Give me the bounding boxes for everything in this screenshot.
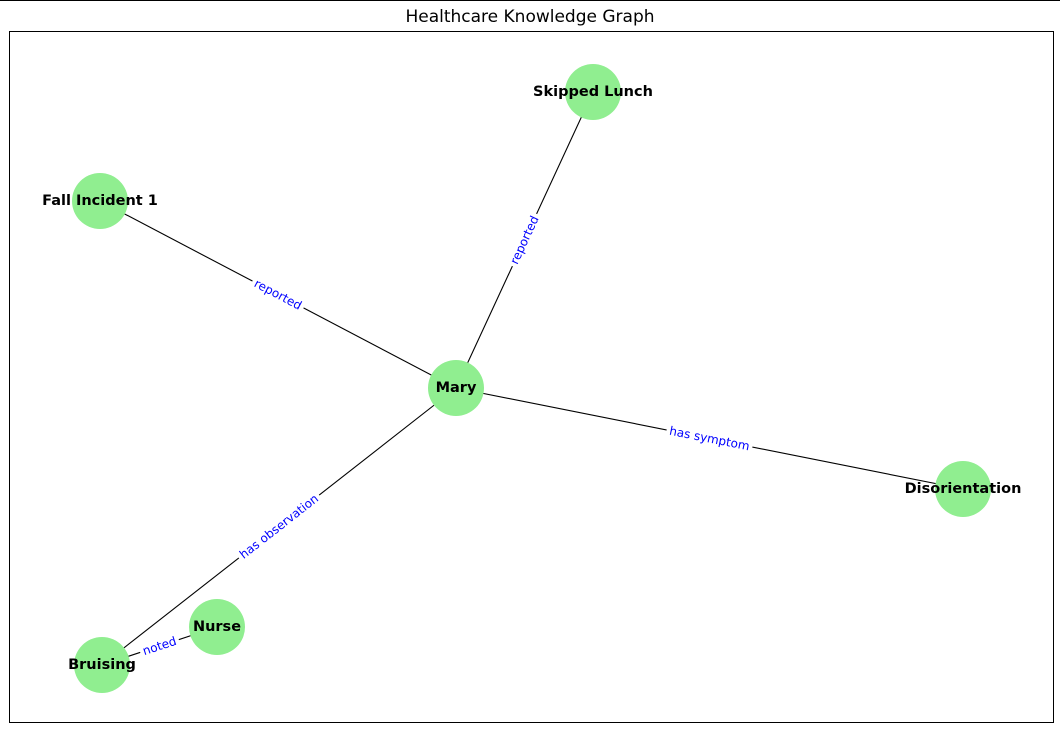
graph-title: Healthcare Knowledge Graph	[405, 7, 655, 27]
edges-layer	[99, 91, 964, 666]
node-skipped-lunch: Skipped Lunch	[533, 64, 653, 120]
edge-label-text: has symptom	[668, 424, 751, 454]
node-bruising: Bruising	[68, 637, 136, 693]
edge-label-background	[137, 632, 182, 660]
node-circle	[428, 360, 484, 416]
edge-label-mary-skipped_lunch: reported	[505, 210, 544, 270]
node-label: Bruising	[68, 657, 136, 673]
edge-label-nurse-bruising: noted	[137, 632, 182, 660]
node-label: Mary	[436, 380, 477, 396]
node-label: Skipped Lunch	[533, 84, 653, 100]
edge-label-mary-disorientation: has symptom	[665, 422, 754, 455]
edge-label-text: noted	[141, 634, 178, 658]
edge-label-mary-fall_incident_1: reported	[248, 274, 308, 315]
node-disorientation: Disorientation	[905, 461, 1022, 517]
node-circle	[935, 461, 991, 517]
node-fall-incident-1: Fall Incident 1	[42, 173, 158, 229]
node-label: Disorientation	[905, 481, 1022, 497]
node-circle	[72, 173, 128, 229]
edge-label-mary-bruising: has observation	[233, 488, 325, 565]
edge-label-background	[665, 422, 754, 455]
node-nurse: Nurse	[189, 599, 245, 655]
edge-label-text: reported	[252, 276, 304, 312]
node-circle	[74, 637, 130, 693]
node-circle	[565, 64, 621, 120]
node-label: Nurse	[193, 619, 241, 635]
node-mary: Mary	[428, 360, 484, 416]
edge-label-background	[233, 488, 325, 565]
figure-top-border	[0, 0, 1060, 1]
node-circle	[189, 599, 245, 655]
edge-label-background	[248, 274, 308, 315]
edge-label-background	[505, 210, 544, 270]
plot-frame	[9, 31, 1054, 723]
edge-label-text: has observation	[237, 491, 321, 561]
node-label: Fall Incident 1	[42, 193, 158, 209]
edge-labels-layer: reported reported has symptom has observati…	[137, 210, 754, 660]
